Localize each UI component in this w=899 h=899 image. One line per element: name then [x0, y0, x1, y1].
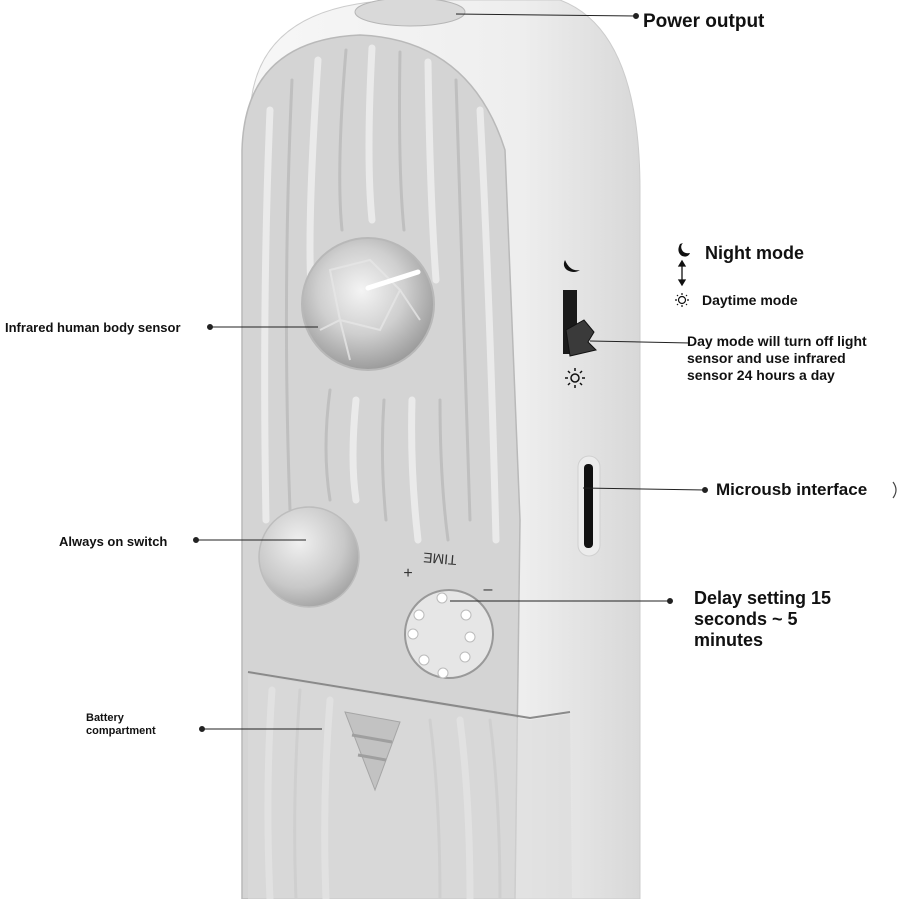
night-mode-label: Night mode: [705, 243, 804, 263]
always-on-switch[interactable]: [258, 506, 360, 608]
power-output-port: [354, 0, 466, 27]
moon-icon: [678, 243, 690, 257]
mode-moon-icon: [563, 260, 580, 272]
mode-sun-icon: [565, 368, 585, 388]
microusb-slot: [584, 464, 593, 548]
up-down-arrow-icon: [677, 259, 687, 287]
power-output-label: Power output: [643, 11, 765, 32]
microusb-label: Microusb interface: [716, 480, 868, 499]
day-mode-note: Day mode will turn off light sensor and …: [687, 333, 867, 383]
battery-compartment-seam: [247, 671, 571, 720]
time-label: TIME: [423, 550, 458, 569]
delay-setting-label: Delay setting 15 seconds ~ 5 minutes: [694, 588, 832, 650]
leader-lines: [193, 13, 708, 732]
battery-arrow-stripe: [351, 733, 393, 744]
plus-sign: +: [403, 565, 412, 582]
battery-compartment-label: Battery compartment: [86, 712, 156, 737]
battery-arrow-icon: [344, 711, 401, 792]
minus-sign: –: [484, 581, 493, 598]
always-on-label: Always on switch: [59, 534, 168, 549]
battery-compartment-door: [248, 674, 572, 899]
daytime-mode-label: Daytime mode: [702, 292, 798, 308]
battery-arrow-stripe: [357, 753, 387, 762]
sun-icon: [675, 293, 689, 307]
mode-switch-toggle[interactable]: [565, 319, 597, 357]
bracket-mark: [892, 481, 897, 499]
lens-highlight: [365, 269, 421, 291]
delay-dial-dots: [407, 592, 476, 679]
infrared-sensor-label: Infrared human body sensor: [5, 320, 181, 335]
infrared-sensor-lens: [301, 237, 435, 371]
lens-facets: [319, 258, 421, 361]
